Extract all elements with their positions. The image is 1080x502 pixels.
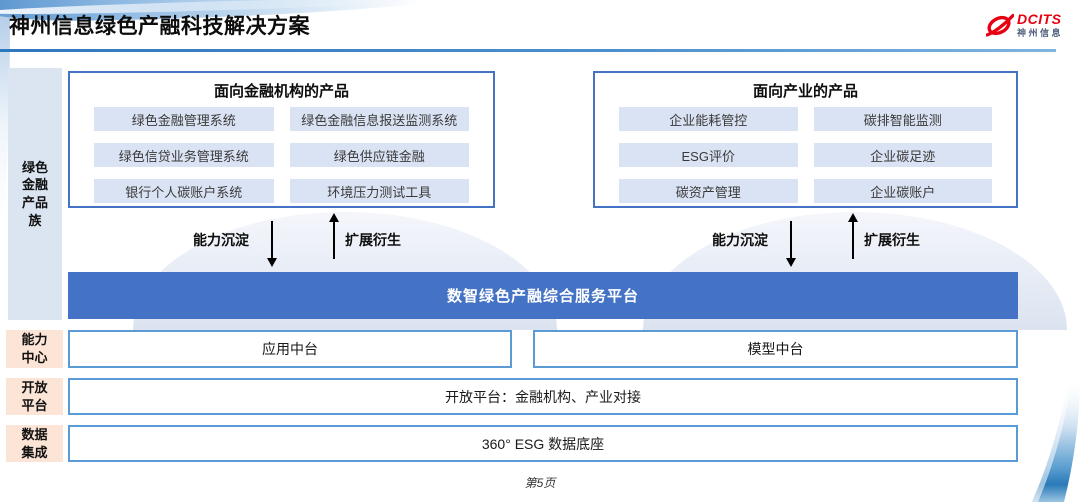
- open-platform-box: 开放平台：金融机构、产业对接: [68, 378, 1018, 415]
- up-arrow-icon: [329, 213, 339, 259]
- product-item: 碳排智能监测: [813, 107, 992, 131]
- rail-data-label: 数据集成: [21, 426, 48, 460]
- rail-open-platform: 开放平台: [6, 378, 63, 415]
- platform-banner: 数智绿色产融综合服务平台: [68, 272, 1018, 319]
- product-item: 绿色金融管理系统: [94, 107, 274, 131]
- company-logo: DCITS 神州信息: [986, 12, 1063, 39]
- flow-up-label: 扩展衍生: [864, 232, 920, 248]
- finance-products-title: 面向金融机构的产品: [213, 82, 349, 100]
- down-arrow-icon: [786, 221, 796, 267]
- flow-group-left: 能力沉淀 扩展衍生: [193, 213, 401, 267]
- product-item: 银行个人碳账户系统: [94, 179, 274, 203]
- rail-open-platform-label: 开放平台: [21, 379, 48, 413]
- rail-data-integration: 数据集成: [6, 425, 63, 462]
- rail-capability-center: 能力中心: [6, 330, 63, 368]
- left-edge-fade: [0, 14, 10, 224]
- title-underline: [0, 49, 1056, 52]
- capability-center-model: 模型中台: [533, 330, 1018, 368]
- flow-group-right: 能力沉淀 扩展衍生: [712, 213, 920, 267]
- capability-center-app: 应用中台: [68, 330, 512, 368]
- finance-products-box: 面向金融机构的产品 绿色金融管理系统 绿色金融信息报送监测系统 绿色信贷业务管理…: [68, 71, 495, 208]
- flow-up-label: 扩展衍生: [345, 232, 401, 248]
- product-item: 企业能耗管控: [619, 107, 798, 131]
- rail-product-family-label: 绿色金融产品族: [21, 159, 48, 228]
- logo-company: 神州信息: [1017, 28, 1064, 38]
- dcits-swoosh-icon: [986, 13, 1014, 37]
- rail-product-family: 绿色金融产品族: [8, 68, 62, 320]
- product-item: ESG评价: [619, 143, 798, 167]
- page-number: 第5页: [524, 476, 556, 490]
- page-title: 神州信息绿色产融科技解决方案: [9, 15, 310, 38]
- product-item: 绿色供应链金融: [289, 143, 469, 167]
- flow-down-label: 能力沉淀: [193, 232, 249, 248]
- product-item: 企业碳账户: [813, 179, 992, 203]
- product-item: 碳资产管理: [619, 179, 798, 203]
- industry-products-grid: 企业能耗管控 碳排智能监测 ESG评价 企业碳足迹 碳资产管理 企业碳账户: [595, 105, 1016, 203]
- up-arrow-icon: [848, 213, 858, 259]
- industry-products-title: 面向产业的产品: [752, 82, 858, 100]
- rail-capability-label: 能力中心: [21, 332, 48, 365]
- product-item: 环境压力测试工具: [289, 179, 469, 203]
- flow-down-label: 能力沉淀: [712, 232, 768, 248]
- logo-brand: DCITS: [1017, 11, 1062, 27]
- industry-products-box: 面向产业的产品 企业能耗管控 碳排智能监测 ESG评价 企业碳足迹 碳资产管理 …: [593, 71, 1018, 208]
- logo-text: DCITS 神州信息: [1017, 12, 1063, 38]
- bottom-right-swoosh-decoration: [1032, 377, 1080, 502]
- finance-products-grid: 绿色金融管理系统 绿色金融信息报送监测系统 绿色信贷业务管理系统 绿色供应链金融…: [70, 105, 493, 203]
- product-item: 绿色信贷业务管理系统: [94, 143, 274, 167]
- down-arrow-icon: [267, 221, 277, 267]
- data-integration-box: 360° ESG 数据底座: [68, 425, 1018, 462]
- product-item: 企业碳足迹: [813, 143, 992, 167]
- product-item: 绿色金融信息报送监测系统: [289, 107, 469, 131]
